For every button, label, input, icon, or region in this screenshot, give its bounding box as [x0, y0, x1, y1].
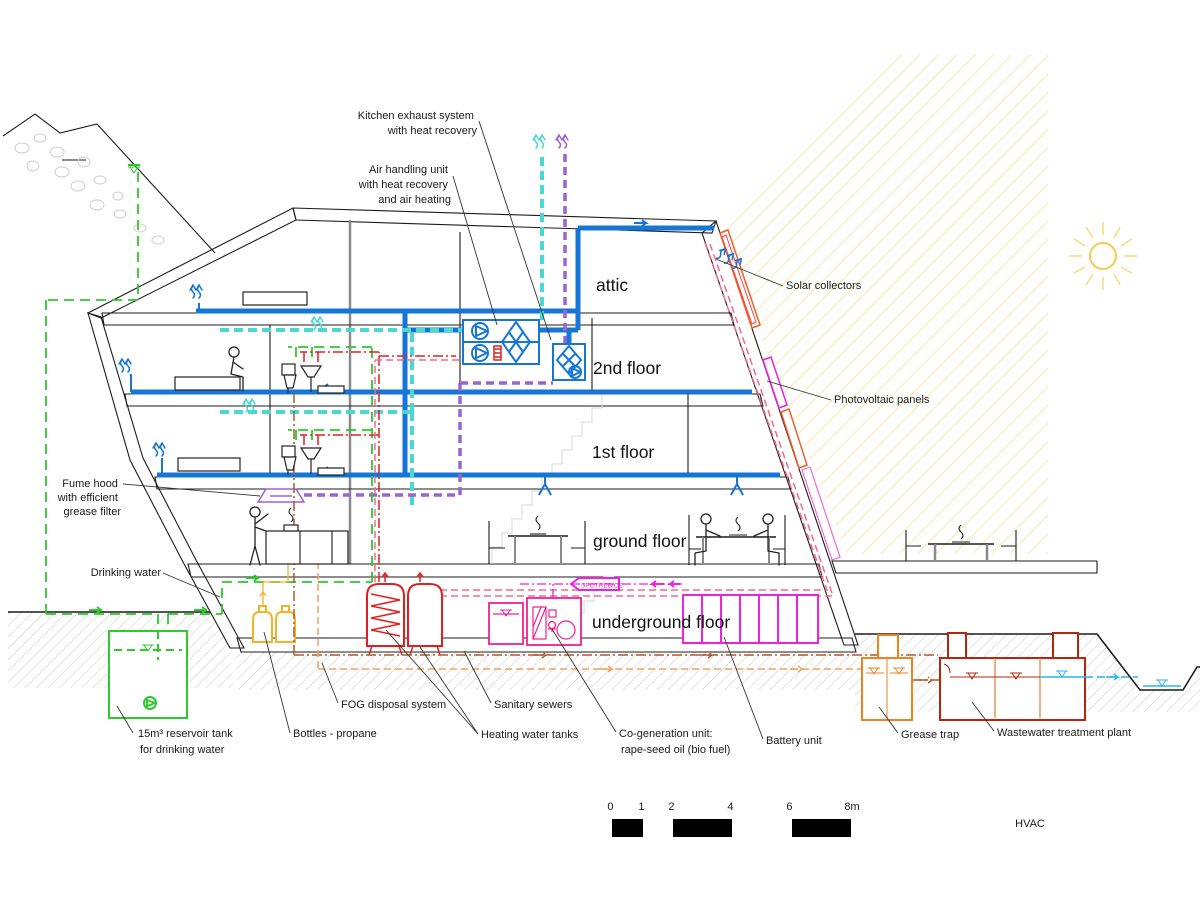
scale-bar: 0 1 2 4 6 8m: [607, 801, 860, 837]
battery-unit: [682, 594, 819, 644]
sun-rays: [718, 55, 1048, 553]
supply-air-ducts: [119, 219, 780, 496]
label-propane-bottles: Bottles - propane: [293, 728, 377, 740]
label-air-handling-unit: Air handling unit with heat recovery and…: [358, 164, 451, 206]
kitchen-counter: [265, 507, 349, 565]
label-heating-water-tanks: Heating water tanks: [481, 729, 579, 741]
heating-pipes: [300, 351, 460, 582]
label-2nd-floor: 2nd floor: [593, 358, 661, 378]
oil-tank: [488, 602, 524, 645]
treated-water-outfall: [1085, 673, 1181, 687]
people: [228, 346, 269, 566]
label-fog-disposal: FOG disposal system: [341, 699, 446, 711]
label-wastewater-plant: Wastewater treatment plant: [997, 727, 1131, 739]
label-underground-floor: underground floor: [592, 612, 730, 632]
label-ground-floor: ground floor: [593, 531, 687, 551]
cogeneration-unit: [526, 597, 582, 646]
label-kitchen-exhaust: Kitchen exhaust system with heat recover…: [358, 110, 478, 137]
drawing-code: HVAC: [1015, 818, 1045, 830]
annotations: Kitchen exhaust system with heat recover…: [57, 110, 1132, 756]
dining-table: [488, 515, 586, 564]
grease-trap: [861, 634, 913, 721]
dining-table-diners: [688, 513, 786, 566]
terrace-table: [905, 524, 1017, 561]
bathroom-2nd: [281, 363, 345, 394]
electric-line: [520, 580, 683, 598]
label-drinking-water: Drinking water: [91, 567, 162, 579]
label-sanitary-sewers: Sanitary sewers: [494, 699, 573, 711]
furniture: [174, 291, 1017, 566]
label-solar-collectors: Solar collectors: [786, 280, 862, 292]
scale-bar-segment: [792, 819, 851, 837]
gas-line: [259, 564, 289, 606]
kitchen-exhaust-unit: [552, 343, 586, 381]
label-attic: attic: [596, 275, 628, 295]
scale-bar-segment: [612, 819, 643, 837]
mountain-spring: [2, 113, 216, 254]
svg-text:0 1 2 4: 0 1 2 4 6 8m: [607, 801, 859, 813]
heating-water-tanks: [366, 583, 443, 656]
label-reservoir-tank: 15m³ reservoir tank for drinking water: [138, 728, 236, 756]
label-grease-trap: Grease trap: [901, 729, 959, 741]
person-cook: [249, 506, 269, 566]
spotrebice-label: SPOTREBICE: [581, 583, 624, 590]
solar-collector-panel: [719, 229, 808, 469]
person-sitting-bed: [228, 346, 244, 392]
sewage-pipes: [293, 393, 940, 684]
label-photovoltaic-panels: Photovoltaic panels: [834, 394, 930, 406]
bathroom-1st: [281, 445, 345, 476]
reservoir-tank: [108, 630, 188, 719]
label-fume-hood: Fume hood with efficient grease filter: [57, 478, 122, 518]
spotrebice-tag: SPOTREBICE: [569, 577, 624, 591]
label-1st-floor: 1st floor: [592, 442, 654, 462]
label-cogeneration-unit: Co-generation unit: rape-seed oil (bio f…: [619, 728, 730, 756]
air-handling-unit: [462, 319, 540, 365]
label-battery-unit: Battery unit: [766, 735, 822, 747]
propane-bottles: [252, 605, 296, 643]
solar-loop-pipes: [440, 239, 835, 597]
kitchen-exhaust-duct: [256, 135, 568, 503]
wastewater-plant: [939, 632, 1086, 721]
sun-icon: [1069, 222, 1137, 290]
floor-labels: attic 2nd floor 1st floor ground floor u…: [592, 275, 730, 632]
photovoltaic-panel: [762, 356, 841, 561]
scale-bar-segment: [673, 819, 732, 837]
